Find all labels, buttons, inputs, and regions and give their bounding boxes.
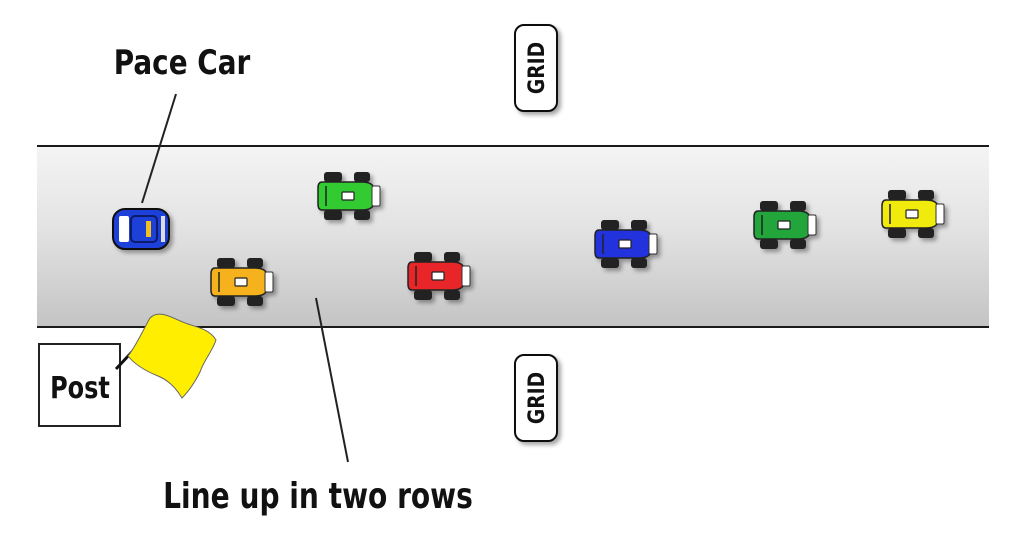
pace-car-icon: [112, 208, 170, 250]
yellow-car-icon: [881, 190, 945, 238]
track: [37, 145, 989, 328]
grid-top-label: GRID: [524, 42, 550, 94]
grid-sign-top: [514, 24, 558, 112]
line-up-label: Line up in two rows: [163, 475, 473, 517]
post-box: [38, 343, 121, 427]
cars-layer: [112, 172, 945, 306]
post-label: Post: [50, 371, 110, 405]
pace-car-label: Pace Car: [114, 43, 251, 82]
line-up-pointer-line: [315, 297, 349, 463]
green-car-2-icon: [753, 201, 817, 249]
pace-car-pointer-line: [141, 93, 177, 204]
orange-car-icon: [210, 258, 274, 306]
grid-bottom-label: GRID: [524, 372, 550, 424]
green-car-1-icon: [317, 172, 381, 220]
red-car-icon: [407, 252, 471, 300]
grid-sign-bottom: [514, 354, 558, 442]
yellow-flag-icon: [114, 313, 217, 399]
blue-car-icon: [594, 220, 658, 268]
